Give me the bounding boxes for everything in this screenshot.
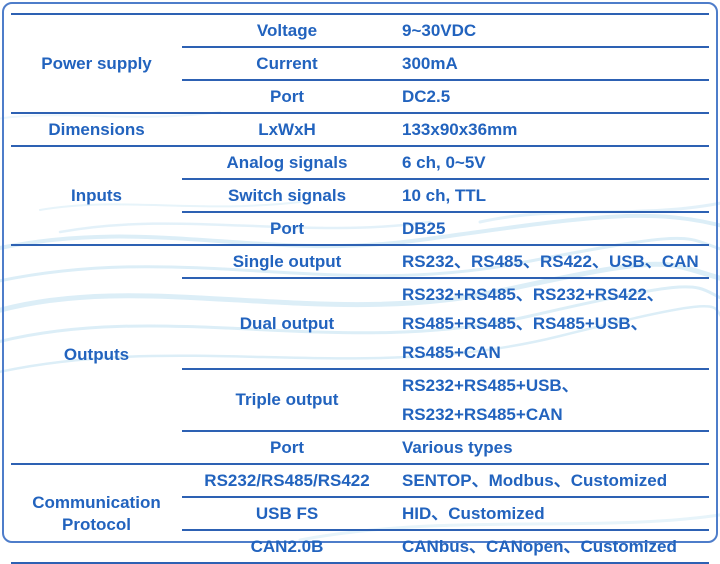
category-cell: Communication Protocol <box>32 493 161 534</box>
spec-label: RS232/RS485/RS422 <box>204 470 370 490</box>
spec-panel-border <box>2 2 718 543</box>
spec-label: CAN2.0B <box>250 536 324 556</box>
spec-row: Switch signals 10 ch, TTL <box>182 178 709 211</box>
spec-label: Port <box>270 86 304 106</box>
spec-value: 300mA <box>402 54 458 73</box>
spec-label: Current <box>256 53 318 73</box>
spec-table: Power supply Voltage 9~30VDC Current 300… <box>11 13 709 564</box>
spec-label: Port <box>270 218 304 238</box>
spec-row: CAN2.0B CANbus、CANopen、Customized <box>182 529 709 562</box>
spec-value: 9~30VDC <box>402 21 477 40</box>
spec-row: Triple output RS232+RS485+USB、 RS232+RS4… <box>182 368 709 430</box>
spec-row: Current 300mA <box>182 46 709 79</box>
spec-row: Single output RS232、RS485、RS422、USB、CAN <box>182 246 709 277</box>
category-cell: Dimensions <box>48 119 145 139</box>
spec-label: LxWxH <box>258 119 316 139</box>
spec-value: DC2.5 <box>402 87 451 106</box>
spec-value: SENTOP、Modbus、Customized <box>402 471 668 490</box>
spec-row: Port DC2.5 <box>182 79 709 112</box>
section-outputs: Outputs Single output RS232、RS485、RS422、… <box>11 244 709 463</box>
spec-row: USB FS HID、Customized <box>182 496 709 529</box>
spec-row: Dual output RS232+RS485、RS232+RS422、 RS4… <box>182 277 709 368</box>
spec-label: Port <box>270 437 304 457</box>
spec-value: 133x90x36mm <box>402 120 518 139</box>
rows: Single output RS232、RS485、RS422、USB、CAN … <box>182 246 709 463</box>
section-power-supply: Power supply Voltage 9~30VDC Current 300… <box>11 13 709 112</box>
category-cell: Power supply <box>41 53 152 73</box>
spec-label: Triple output <box>235 390 339 409</box>
section-communication-protocol: Communication Protocol RS232/RS485/RS422… <box>11 463 709 562</box>
spec-row: Port DB25 <box>182 211 709 244</box>
spec-row: LxWxH 133x90x36mm <box>182 114 709 145</box>
spec-label: USB FS <box>255 503 319 523</box>
spec-value: RS232+RS485、RS232+RS422、 RS485+RS485、RS4… <box>402 285 664 362</box>
rows: LxWxH 133x90x36mm <box>182 114 709 145</box>
rows: Voltage 9~30VDC Current 300mA Port DC2.5 <box>182 15 709 112</box>
spec-label: Analog signals <box>226 152 348 172</box>
spec-row: Analog signals 6 ch, 0~5V <box>182 147 709 178</box>
spec-row: Port Various types <box>182 430 709 463</box>
category-cell: Outputs <box>63 344 130 364</box>
spec-row: RS232/RS485/RS422 SENTOP、Modbus、Customiz… <box>182 465 709 496</box>
spec-value: DB25 <box>402 219 446 238</box>
spec-value: RS232、RS485、RS422、USB、CAN <box>402 252 699 271</box>
rows: Analog signals 6 ch, 0~5V Switch signals… <box>182 147 709 244</box>
spec-label: Dual output <box>239 313 335 333</box>
section-dimensions: Dimensions LxWxH 133x90x36mm <box>11 112 709 145</box>
section-inputs: Inputs Analog signals 6 ch, 0~5V Switch … <box>11 145 709 244</box>
spec-value: HID、Customized <box>402 504 545 523</box>
spec-value: Various types <box>402 438 513 457</box>
spec-label: Single output <box>232 251 342 271</box>
category-cell: Inputs <box>71 185 122 205</box>
spec-value: RS232+RS485+USB、 RS232+RS485+CAN <box>402 376 579 424</box>
spec-label: Switch signals <box>227 185 347 205</box>
spec-label: Voltage <box>256 20 318 40</box>
spec-row: Voltage 9~30VDC <box>182 15 709 46</box>
spec-value: 6 ch, 0~5V <box>402 153 486 172</box>
rows: RS232/RS485/RS422 SENTOP、Modbus、Customiz… <box>182 465 709 562</box>
spec-value: CANbus、CANopen、Customized <box>402 537 677 556</box>
spec-value: 10 ch, TTL <box>402 186 487 205</box>
